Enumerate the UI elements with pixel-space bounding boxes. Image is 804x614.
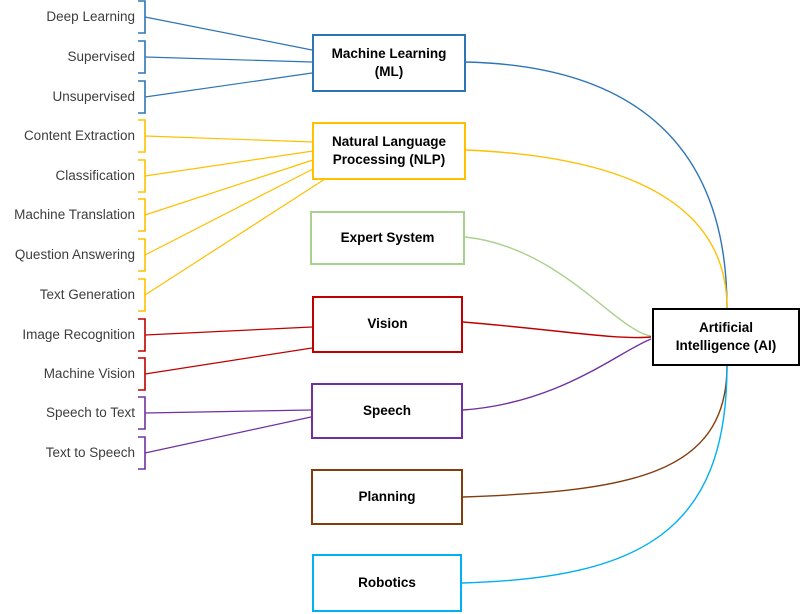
node-vision: Vision — [312, 296, 463, 353]
leaf-label-machine-vision: Machine Vision — [43, 366, 135, 381]
bracket-text-generation — [138, 278, 146, 312]
leaf-label-classification: Classification — [55, 168, 135, 183]
bracket-question-answering — [138, 238, 146, 272]
bracket-machine-translation — [138, 198, 146, 232]
node-robotics: Robotics — [312, 554, 462, 612]
edge-text-generation-to-nlp — [144, 178, 326, 296]
leaf-label-question-answering: Question Answering — [14, 247, 135, 262]
edge-classification-to-nlp — [144, 150, 314, 177]
node-speech: Speech — [311, 383, 463, 439]
edge-machine-vision-to-vision — [144, 347, 313, 375]
node-expert-system: Expert System — [310, 211, 465, 265]
node-machine-learning: Machine Learning (ML) — [312, 34, 466, 92]
edge-content-extraction-to-nlp — [144, 135, 314, 143]
edge-robotics-to-ai — [461, 365, 728, 584]
edge-speech-to-text-to-speech — [144, 409, 312, 414]
leaf-label-text-to-speech: Text to Speech — [45, 445, 135, 460]
leaf-label-supervised: Supervised — [67, 49, 135, 64]
edge-ml-to-ai — [465, 61, 728, 309]
bracket-content-extraction — [138, 119, 146, 153]
leaf-label-unsupervised: Unsupervised — [52, 89, 135, 104]
node-artificial-intelligence: Artificial Intelligence (AI) — [652, 308, 800, 366]
edge-text-to-speech-to-speech — [144, 416, 312, 454]
bracket-supervised — [138, 40, 146, 74]
bracket-unsupervised — [138, 80, 146, 114]
edge-deep-learning-to-ml — [144, 16, 313, 51]
edge-planning-to-ai — [462, 365, 728, 498]
bracket-speech-to-text — [138, 396, 146, 430]
bracket-image-recognition — [138, 318, 146, 352]
edge-question-answering-to-nlp — [144, 168, 314, 256]
edge-supervised-to-ml — [144, 56, 313, 63]
leaf-label-deep-learning: Deep Learning — [46, 9, 135, 24]
leaf-label-image-recognition: Image Recognition — [22, 327, 135, 342]
leaf-label-machine-translation: Machine Translation — [14, 207, 135, 222]
edge-machine-translation-to-nlp — [144, 159, 314, 216]
bracket-classification — [138, 159, 146, 193]
edge-unsupervised-to-ml — [144, 72, 313, 98]
bracket-machine-vision — [138, 357, 146, 391]
bracket-deep-learning — [138, 0, 146, 34]
leaf-label-content-extraction: Content Extraction — [23, 128, 135, 143]
bracket-text-to-speech — [138, 436, 146, 470]
node-planning: Planning — [311, 469, 463, 525]
leaf-label-speech-to-text: Speech to Text — [45, 405, 135, 420]
node-nlp: Natural Language Processing (NLP) — [312, 122, 466, 180]
edge-image-recognition-to-vision — [144, 326, 313, 336]
edge-nlp-to-ai — [465, 149, 728, 309]
edge-speech-to-ai — [462, 338, 652, 411]
edge-vision-to-ai — [462, 321, 652, 339]
edge-expert-system-to-ai — [464, 236, 652, 337]
leaf-label-text-generation: Text Generation — [39, 287, 135, 302]
